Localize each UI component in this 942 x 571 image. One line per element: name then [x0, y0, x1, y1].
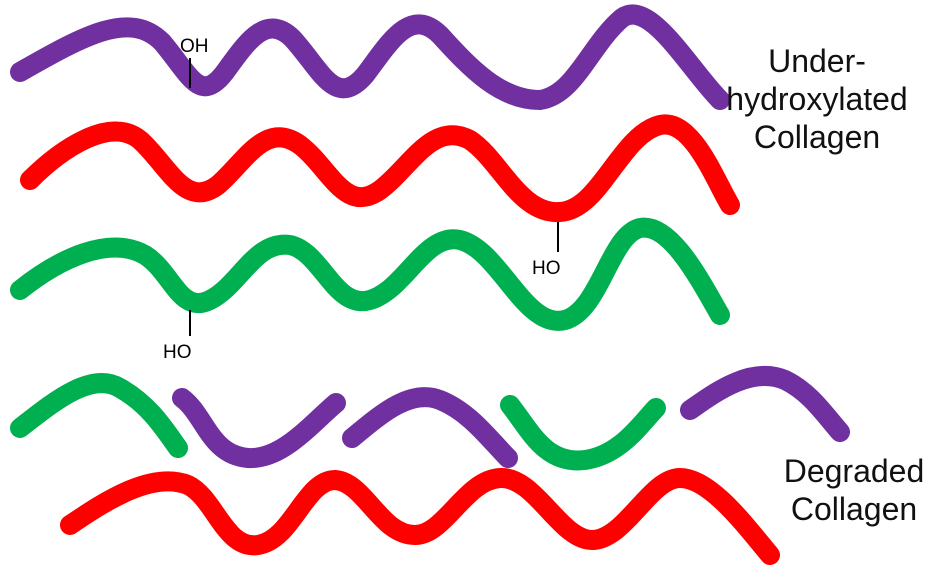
ho-label-green: HO: [163, 342, 192, 363]
green-collagen-strand: [10, 217, 730, 331]
caption-line-1: Degraded: [783, 453, 925, 489]
degraded-caption: Degraded Collagen: [774, 452, 934, 528]
purple-fragment-left: [172, 388, 346, 468]
green-fragment-left: [10, 373, 188, 458]
red-degraded-strand: [60, 468, 780, 565]
under-hydroxylated-caption: Under- hydroxylated Collagen: [722, 42, 912, 156]
ho-label-red: HO: [532, 258, 561, 279]
green-fragment-right: [500, 395, 666, 471]
caption-line-2: Collagen: [790, 491, 918, 527]
purple-fragment-middle: [342, 387, 518, 468]
caption-line-1: Under-: [768, 43, 866, 79]
red-collagen-strand: [20, 114, 740, 222]
purple-fragment-right: [680, 365, 850, 442]
caption-line-3: Collagen: [753, 119, 881, 155]
purple-collagen-strand: [10, 4, 730, 110]
oh-label-purple: OH: [180, 36, 209, 57]
caption-line-2: hydroxylated: [726, 81, 908, 117]
